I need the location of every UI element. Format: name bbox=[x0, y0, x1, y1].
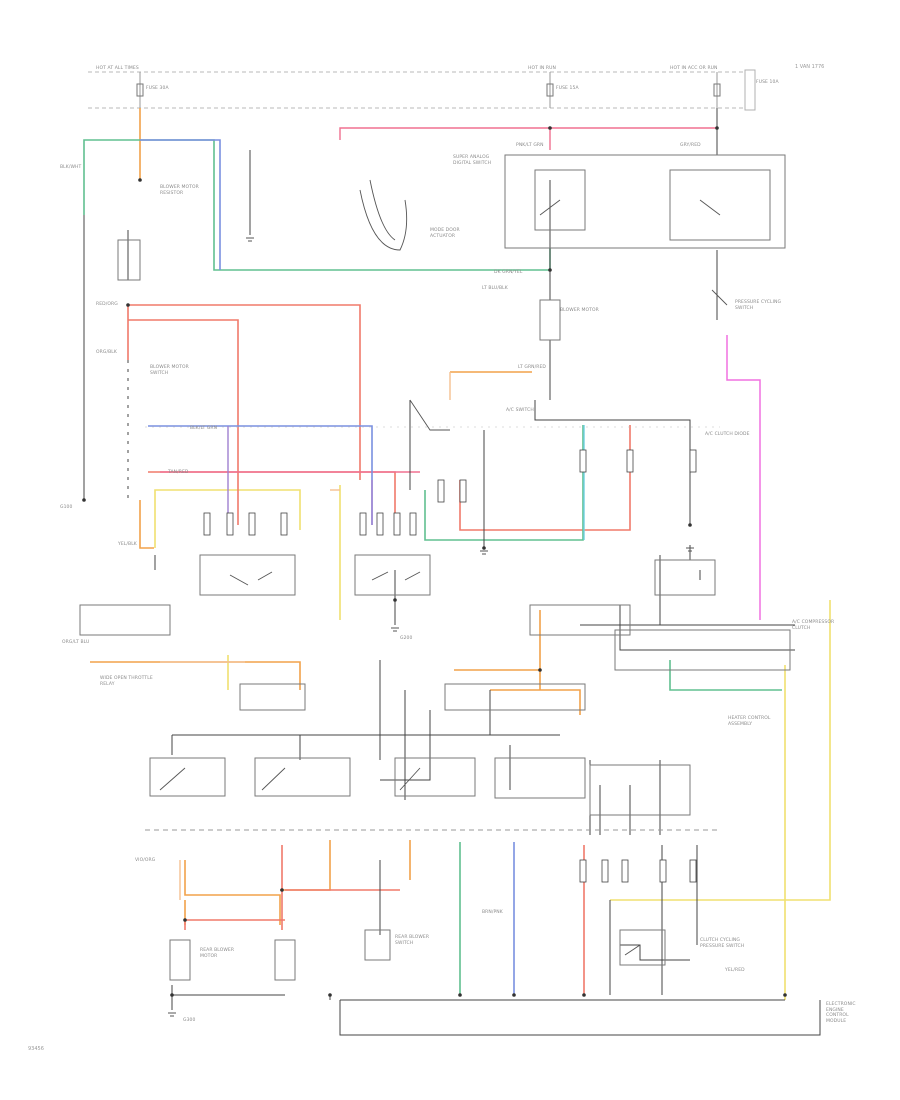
junction-dots bbox=[82, 126, 787, 997]
wire-label-7: LT GRN/RED bbox=[518, 365, 546, 370]
wire-label-11: GRY/RED bbox=[680, 143, 701, 148]
wire-magenta bbox=[726, 335, 761, 620]
wire-label-2: LT BLU/BLK bbox=[482, 286, 508, 291]
component-label-mode-door-actuator: MODE DOOR ACTUATOR bbox=[430, 228, 460, 239]
power-label-hot-in-run: HOT IN RUN bbox=[528, 66, 557, 71]
wire-green bbox=[83, 139, 782, 995]
wire-label-1: BLK/WHT bbox=[60, 165, 82, 170]
component-label-ac-clutch-diode: A/C CLUTCH DIODE bbox=[705, 432, 750, 437]
wire-label-6: PNK/LT GRN bbox=[516, 143, 544, 148]
wire-label-14: BRN/PNK bbox=[482, 910, 503, 915]
component-label-clutch-cycling-pressure-switch: CLUTCH CYCLING PRESSURE SWITCH bbox=[700, 938, 745, 949]
power-label-hot-in-acc-or-run: HOT IN ACC OR RUN bbox=[670, 66, 718, 71]
power-bus bbox=[88, 69, 756, 111]
fuse-label-1: FUSE 30A bbox=[146, 86, 169, 91]
power-label-hot-at-all-times: HOT AT ALL TIMES bbox=[96, 66, 139, 71]
ground-label-g300: G300 bbox=[183, 1018, 196, 1023]
component-label-eec-module: ELECTRONIC ENGINE CONTROL MODULE bbox=[826, 1002, 856, 1024]
wire-pink bbox=[160, 127, 717, 473]
component-label-ac-compressor-clutch: A/C COMPRESSOR CLUTCH bbox=[792, 620, 835, 631]
wire-label-5: ORG/BLK bbox=[96, 350, 117, 355]
fuse-label-2: FUSE 15A bbox=[556, 86, 579, 91]
ground-label-g100: G100 bbox=[60, 505, 73, 510]
component-label-blower-motor: BLOWER MOTOR bbox=[560, 308, 599, 313]
wire-violet bbox=[227, 426, 373, 525]
ground-label-g200: G200 bbox=[400, 636, 413, 641]
connector-pins bbox=[203, 449, 697, 883]
wire-blue bbox=[140, 139, 515, 995]
component-label-blower-motor-resistor: BLOWER MOTOR RESISTOR bbox=[160, 185, 199, 196]
component-label-heater-control-assembly: HEATER CONTROL ASSEMBLY bbox=[728, 716, 771, 727]
ground-symbol-icon bbox=[168, 237, 694, 1017]
wire-label-13: VIO/ORG bbox=[135, 858, 156, 863]
wire-label-12: ORG/LT BLU bbox=[62, 640, 90, 645]
component-boxes bbox=[79, 154, 791, 981]
fuse-icon bbox=[136, 83, 721, 97]
component-label-pressure-cycling-switch: PRESSURE CYCLING SWITCH bbox=[735, 300, 782, 311]
corner-label: 1 VAN 1776 bbox=[795, 64, 825, 70]
wire-label-3: DK GRN/YEL bbox=[494, 270, 523, 275]
wire-lightorange bbox=[160, 372, 451, 900]
wire-label-9: TAN/RED bbox=[168, 470, 189, 475]
wire-yellow bbox=[154, 485, 831, 1000]
component-label-ac-switch: A/C SWITCH bbox=[506, 408, 534, 413]
component-label-rear-blower-switch: REAR BLOWER SWITCH bbox=[395, 935, 430, 946]
component-label-wot-relay: WIDE OPEN THROTTLE RELAY bbox=[100, 676, 153, 687]
fuse-label-3: FUSE 10A bbox=[756, 80, 779, 85]
wire-label-4: RED/ORG bbox=[96, 302, 118, 307]
component-label-rear-blower-motor: REAR BLOWER MOTOR bbox=[200, 948, 235, 959]
fuse-drops bbox=[139, 72, 718, 108]
wire-label-8: YEL/BLK bbox=[118, 542, 137, 547]
switch-contacts bbox=[159, 179, 728, 956]
wire-label-10: BLK/LT GRN bbox=[190, 426, 218, 431]
wire-label-15: YEL/RED bbox=[725, 968, 745, 973]
wire-red bbox=[127, 304, 631, 995]
component-label-super-analog-digital-switch: SUPER ANALOG DIGITAL SWITCH bbox=[453, 155, 492, 166]
wire-orange bbox=[90, 108, 581, 925]
component-label-blower-motor-switch: BLOWER MOTOR SWITCH bbox=[150, 365, 189, 376]
wire-black bbox=[83, 108, 821, 1036]
figure-id: 93456 bbox=[28, 1046, 44, 1052]
